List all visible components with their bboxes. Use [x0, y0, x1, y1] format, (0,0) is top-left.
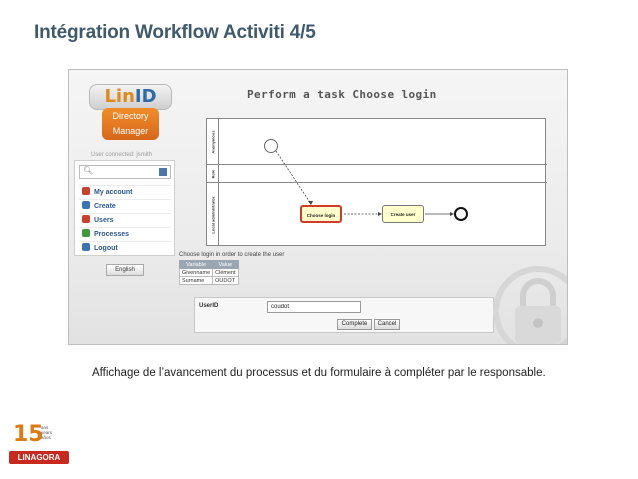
table-row: Surname OUDOT	[178, 276, 239, 285]
task-choose-login: Choose login	[300, 205, 342, 223]
nav-panel: 🔍︎ My account Create Users Processes Log…	[74, 160, 175, 256]
nav-item-create[interactable]: Create	[79, 199, 171, 213]
app-screenshot: LinID Directory Manager User connected: …	[68, 69, 568, 345]
logout-icon	[82, 243, 90, 251]
flow-arrow-3	[450, 212, 454, 216]
variable-name: Givenname	[178, 268, 214, 277]
logo-part2: ID	[134, 86, 157, 107]
search-input[interactable]: 🔍︎	[79, 165, 171, 179]
end-event	[454, 207, 468, 221]
nav-item-label: My account	[94, 189, 133, 196]
users-icon	[82, 215, 90, 223]
flow-arrow-2	[378, 212, 382, 216]
variable-name: Surname	[178, 276, 214, 285]
lane-role: Role	[207, 165, 547, 183]
process-diagram: Anonymous Role Local administrator Choos…	[206, 118, 547, 246]
variables-header: Variable	[178, 260, 214, 269]
table-row: Givenname Clément	[178, 268, 239, 277]
task-create-user: Create user	[382, 205, 424, 223]
badge-text-line: años	[41, 435, 51, 440]
nav-item-label: Users	[94, 217, 114, 224]
diagram-title: Perform a task Choose login	[247, 88, 437, 101]
badge-years-text: ans years años	[41, 425, 52, 440]
logo-line2: Manager	[112, 126, 149, 136]
variable-value: Clément	[212, 268, 239, 277]
lock-icon	[493, 266, 567, 344]
nav-item-label: Processes	[94, 231, 130, 238]
flow-arrow-1	[308, 201, 313, 205]
lane-label: Local administrator	[207, 183, 219, 246]
nav-item-users[interactable]: Users	[79, 213, 171, 227]
badge-brand: LINAGORA	[9, 451, 69, 464]
slide-title: Intégration Workflow Activiti 4/5	[34, 22, 316, 43]
sequence-flows	[275, 150, 454, 216]
linagora-badge: 15 ans years años LINAGORA	[9, 419, 69, 467]
lane-label: Anonymous	[207, 119, 219, 164]
search-icon: 🔍︎	[83, 166, 94, 175]
app-logo: LinID Directory Manager	[89, 84, 172, 140]
logo-subtitle: Directory Manager	[102, 108, 159, 140]
nav-item-logout[interactable]: Logout	[79, 241, 171, 255]
variable-value: OUDOT	[212, 276, 239, 285]
lane-anonymous: Anonymous	[207, 119, 547, 165]
nav-item-processes[interactable]: Processes	[79, 227, 171, 241]
nav-item-my-account[interactable]: My account	[79, 185, 171, 199]
language-button[interactable]: English	[106, 264, 144, 276]
task-form: UserID Complete Cancel	[194, 297, 494, 333]
nav-item-label: Create	[94, 203, 116, 210]
create-icon	[82, 201, 90, 209]
start-event	[264, 139, 278, 153]
cancel-button[interactable]: Cancel	[374, 319, 400, 330]
slide-caption: Affichage de l’avancement du processus e…	[92, 367, 546, 379]
task-description: Choose login in order to create the user	[179, 252, 285, 258]
logo-wordmark: LinID	[89, 84, 172, 110]
lane-local-admin: Local administrator	[207, 183, 547, 246]
variables-header: Value	[212, 260, 239, 269]
search-go-icon[interactable]	[159, 168, 167, 176]
badge-text-line: years	[41, 430, 53, 435]
flow-start-to-choose	[275, 150, 312, 205]
badge-text-line: ans	[41, 425, 49, 430]
userid-label: UserID	[199, 303, 219, 309]
user-connected-label: User connected: jsmith	[91, 152, 153, 158]
person-icon	[82, 187, 90, 195]
variables-table: Variable Value Givenname Clément Surname…	[178, 260, 239, 285]
badge-number: 15	[13, 422, 44, 447]
userid-input[interactable]	[267, 301, 361, 313]
logo-part1: Lin	[104, 86, 135, 107]
logo-line1: Directory	[112, 111, 149, 121]
processes-icon	[82, 229, 90, 237]
complete-button[interactable]: Complete	[337, 319, 372, 330]
lane-label: Role	[207, 165, 219, 182]
nav-item-label: Logout	[94, 245, 118, 252]
